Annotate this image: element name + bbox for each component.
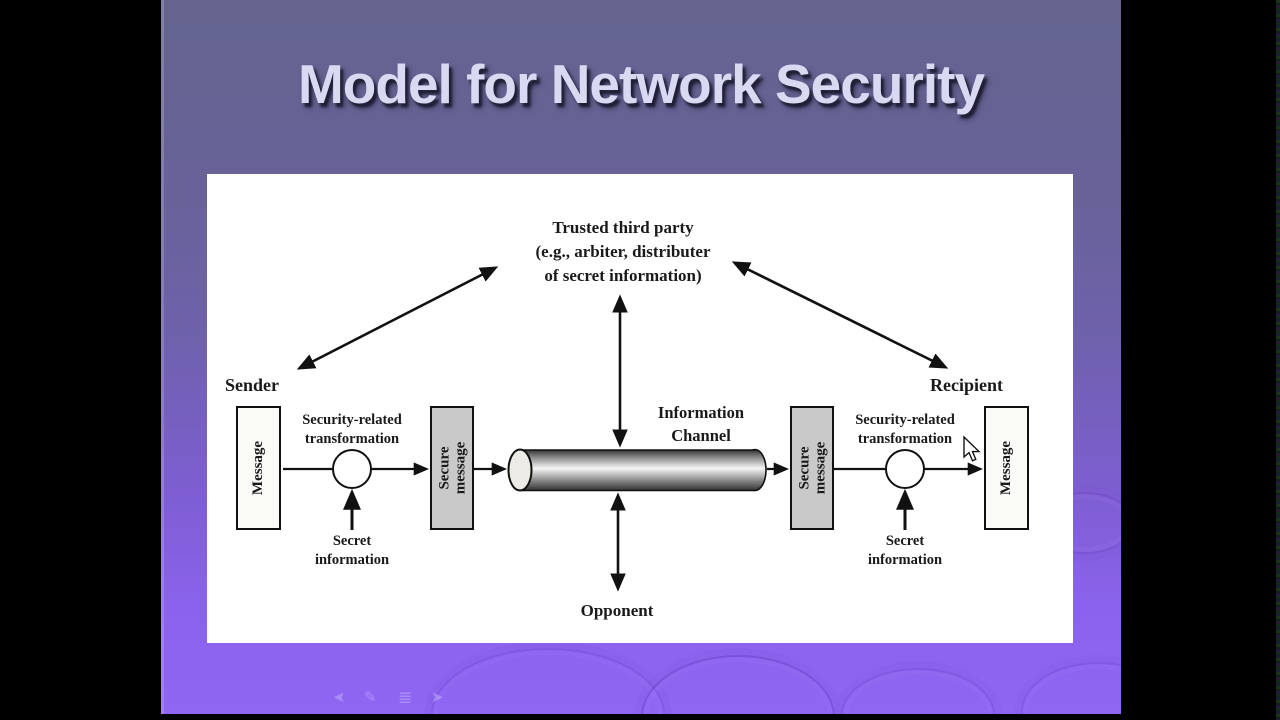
transformation-node-left [332,449,372,489]
presenter-forward-icon[interactable]: ➤ [431,689,444,706]
secure-message-box-sender-label: Secure message [436,441,468,495]
secure-message-box-sender: Secure message [430,406,474,530]
secret-information-label-right: Secret information [867,533,943,568]
ripple-decoration [841,668,995,714]
recipient-label: Recipient [930,375,1003,395]
network-security-diagram: Trusted third party (e.g., arbiter, dist… [207,174,1073,643]
message-box-recipient-label: Message [998,440,1015,496]
channel-cylinder-body [520,449,755,491]
message-box-recipient: Message [984,406,1029,530]
presenter-back-icon[interactable]: ➤ [333,689,346,706]
presenter-menu-icon[interactable]: ≣ [398,688,413,707]
diagram-connectors [283,261,984,592]
secure-message-box-recipient-label: Secure message [796,441,828,495]
secret-information-label-left: Secret information [314,533,390,568]
secure-message-box-recipient: Secure message [790,406,834,530]
presenter-pen-icon[interactable]: ✎ [364,689,377,706]
channel-cylinder-left-cap [507,448,533,492]
opponent-label: Opponent [580,601,654,620]
video-edge-artifact [1276,0,1280,720]
sender-label: Sender [225,375,279,395]
arrow-recipient-ttp [731,261,949,369]
security-transformation-label-right: Security-related transformation [855,412,955,447]
security-transformation-label-left: Security-related transformation [302,412,402,447]
ripple-decoration [1021,662,1121,714]
slide-title: Model for Network Security [297,53,985,115]
trusted-third-party-label: Trusted third party (e.g., arbiter, dist… [535,218,711,285]
arrow-sender-ttp [296,266,499,370]
ripple-decoration [641,655,835,714]
information-channel-label: Information Channel [657,403,745,445]
mouse-cursor-icon [963,435,981,462]
message-box-sender-label: Message [250,440,267,496]
message-box-sender: Message [236,406,281,530]
ripple-decoration [431,648,665,714]
transformation-node-right [885,449,925,489]
